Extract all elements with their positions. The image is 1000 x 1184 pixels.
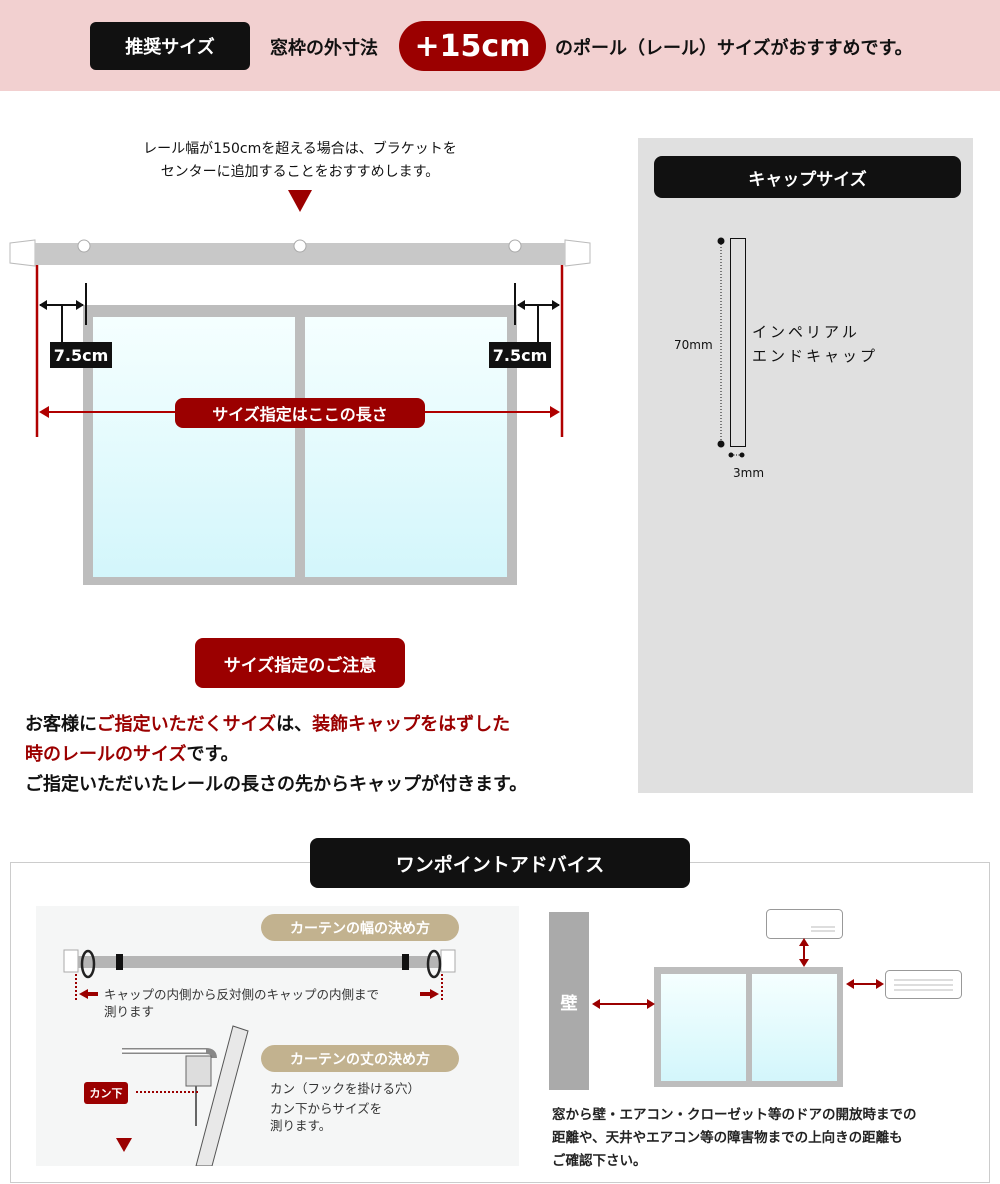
clearance-text-2: 距離や、天井やエアコン等の障害物までの上向きの距離も bbox=[552, 1130, 903, 1146]
left-end-cap bbox=[9, 239, 36, 267]
window-pane-right bbox=[305, 317, 507, 577]
length-text-2: カン下からサイズを bbox=[270, 1101, 383, 1116]
air-conditioner-top bbox=[766, 909, 843, 939]
bracket-note: レール幅が150cmを超える場合は、ブラケットを センターに追加することをおすす… bbox=[0, 138, 600, 184]
advice-title: ワンポイントアドバイス bbox=[310, 838, 690, 888]
cap-size-panel: キャップサイズ 70mm 3mm インペリアル エンドキャップ bbox=[638, 138, 973, 793]
recommended-size-badge: 推奨サイズ bbox=[90, 22, 250, 70]
cap-size-title: キャップサイズ bbox=[654, 156, 961, 198]
caution-title: サイズ指定のご注意 bbox=[195, 638, 405, 688]
cap-width-label: 3mm bbox=[733, 466, 765, 480]
size-measure-label: サイズ指定はここの長さ bbox=[175, 398, 425, 428]
margin-right-label: 7.5cm bbox=[489, 342, 551, 368]
caution-text-2a: 時のレールのサイズ bbox=[25, 744, 187, 765]
width-text-2: 測ります bbox=[104, 1004, 155, 1019]
recommended-size-banner: 推奨サイズ 窓枠の外寸法 +15cm のポール（レール）サイズがおすすめです。 bbox=[0, 0, 1000, 91]
plus-15cm-highlight: +15cm bbox=[399, 21, 546, 71]
bracket-right bbox=[508, 239, 522, 253]
curtain-measure-panel: カーテンの幅の決め方 キャップの内側から反対側のキャップの内側まで 測ります カ… bbox=[36, 906, 519, 1166]
cap-name-line1: インペリアル bbox=[752, 323, 860, 341]
cap-dimension-drawing bbox=[717, 237, 746, 458]
cap-name-line2: エンドキャップ bbox=[752, 347, 879, 365]
down-triangle-icon bbox=[288, 190, 312, 212]
kan-label: カン下 bbox=[84, 1082, 128, 1104]
cap-product-name: インペリアル エンドキャップ bbox=[752, 320, 878, 368]
caution-text: お客様にご指定いただくサイズは、装飾キャップをはずした 時のレールのサイズです。… bbox=[25, 710, 527, 800]
cap-height-label: 70mm bbox=[674, 338, 713, 352]
bracket-note-line2: センターに追加することをおすすめします。 bbox=[160, 164, 440, 180]
width-text-1: キャップの内側から反対側のキャップの内側まで bbox=[104, 987, 380, 1002]
banner-suffix: のポール（レール）サイズがおすすめです。 bbox=[555, 38, 913, 59]
length-method-title: カーテンの丈の決め方 bbox=[261, 1045, 459, 1072]
length-text-1: カン（フックを掛ける穴） bbox=[270, 1081, 421, 1096]
width-method-title: カーテンの幅の決め方 bbox=[261, 914, 459, 941]
window-pane-left bbox=[93, 317, 295, 577]
caution-text-1b: ご指定いただくサイズ bbox=[96, 714, 277, 735]
rail-window-diagram bbox=[9, 190, 591, 585]
wall: 壁 bbox=[549, 912, 589, 1090]
rail-bar bbox=[35, 243, 565, 265]
bracket-note-line1: レール幅が150cmを超える場合は、ブラケットを bbox=[143, 141, 457, 157]
caution-text-2b: です。 bbox=[186, 744, 239, 765]
caution-text-3: ご指定いただいたレールの長さの先からキャップが付きます。 bbox=[25, 774, 528, 795]
clearance-text-3: ご確認下さい。 bbox=[552, 1153, 647, 1169]
caution-text-1c: は、 bbox=[276, 714, 313, 735]
caution-text-1a: お客様に bbox=[25, 714, 97, 735]
length-text-3: 測ります。 bbox=[270, 1118, 332, 1133]
length-method-text: カン（フックを掛ける穴） カン下からサイズを 測ります。 bbox=[270, 1078, 420, 1134]
clearance-text: 窓から壁・エアコン・クローゼット等のドアの開放時までの 距離や、天井やエアコン等… bbox=[552, 1104, 917, 1173]
bracket-center bbox=[293, 239, 307, 253]
banner-prefix: 窓枠の外寸法 bbox=[270, 38, 378, 59]
clearance-drawing bbox=[592, 909, 962, 1087]
end-cap-outline bbox=[730, 238, 746, 447]
curtain-fabric bbox=[195, 1025, 249, 1166]
clearance-text-1: 窓から壁・エアコン・クローゼット等のドアの開放時までの bbox=[552, 1107, 917, 1123]
margin-left-label: 7.5cm bbox=[50, 342, 112, 368]
curtain-rail-drawing bbox=[63, 949, 456, 1166]
caution-text-1d: 装飾キャップをはずした bbox=[312, 714, 511, 735]
width-method-text: キャップの内側から反対側のキャップの内側まで 測ります bbox=[104, 986, 379, 1020]
ring-left bbox=[80, 949, 96, 979]
bracket-left bbox=[77, 239, 91, 253]
ring-right bbox=[426, 949, 442, 979]
right-end-cap bbox=[564, 239, 591, 267]
